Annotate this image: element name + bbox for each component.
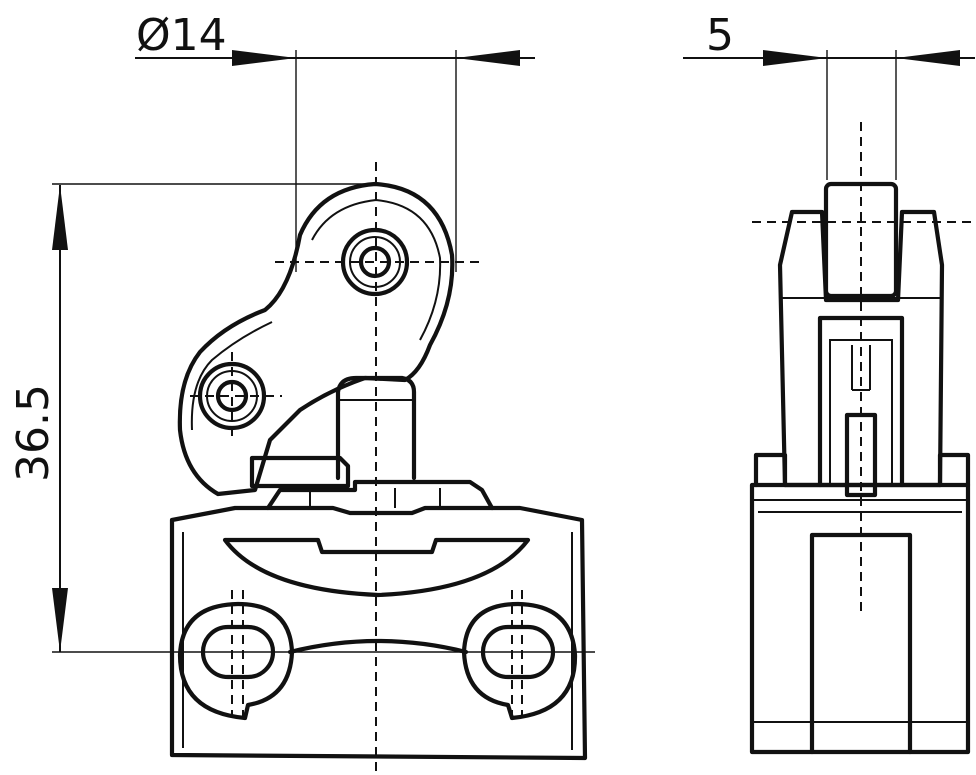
arrow-left-pointing [896, 50, 960, 66]
dimension-label-width: 5 [706, 10, 734, 61]
housing-outline [169, 505, 588, 761]
front-view [169, 162, 588, 775]
arrow-down-pointing [52, 588, 68, 652]
seat-ribs [309, 488, 441, 508]
dimension-roller-width: 5 [683, 10, 975, 180]
lever-arm [177, 181, 455, 497]
arrow-left-pointing [456, 50, 520, 66]
side-plunger-slot [851, 345, 871, 391]
dimension-roller-diameter: Ø14 [135, 10, 535, 272]
dimension-overall-height: 36.5 [8, 183, 595, 653]
side-housing-cutout [809, 532, 913, 755]
dimension-label-height: 36.5 [8, 384, 59, 482]
side-housing [749, 482, 971, 755]
base-bridge [287, 638, 469, 655]
side-fork-body [777, 209, 945, 488]
arrow-right-pointing [232, 50, 296, 66]
mounting-hole-right [480, 624, 556, 680]
bracket [249, 455, 351, 489]
plunger-seat [265, 479, 495, 511]
mounting-lug-left [177, 601, 295, 721]
mounting-hole-left [200, 624, 276, 680]
housing-slot [222, 537, 531, 598]
lever-inner-edge [190, 198, 442, 431]
arrow-up-pointing [52, 185, 68, 250]
dimension-label-diameter: Ø14 [136, 10, 227, 61]
arrow-right-pointing [763, 50, 827, 66]
side-view [749, 122, 975, 755]
mounting-lug-right [461, 601, 578, 721]
